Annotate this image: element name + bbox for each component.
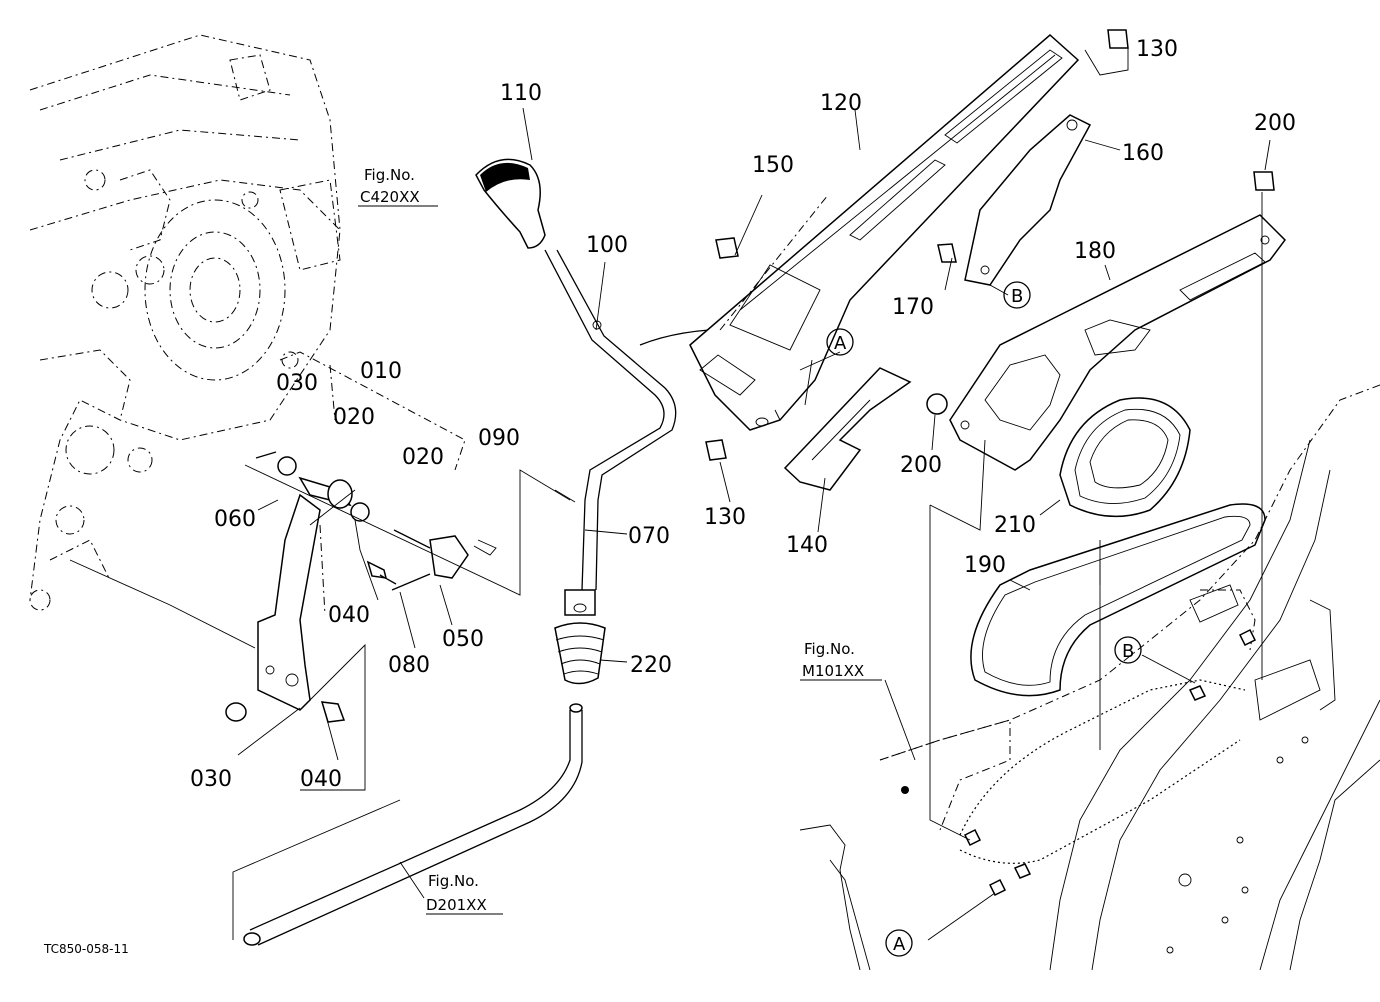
callout-210: 210 (994, 513, 1036, 538)
callout-130: 130 (1136, 37, 1178, 62)
callout-080: 080 (388, 653, 430, 678)
callout-150: 150 (752, 153, 794, 178)
callout-220: 220 (630, 653, 672, 678)
callout-180: 180 (1074, 239, 1116, 264)
callout-130: 130 (704, 505, 746, 530)
pedal-assembly (69, 351, 571, 791)
lever-panel (689, 29, 1129, 533)
ref-marker-circles (826, 281, 1142, 957)
callout-020: 020 (402, 445, 444, 470)
fig-ref-c420-label: Fig.No. (364, 166, 415, 184)
ref-marker-b: B (1122, 641, 1134, 662)
callout-010: 010 (360, 359, 402, 384)
callout-200: 200 (900, 453, 942, 478)
callout-140: 140 (786, 533, 828, 558)
callout-070: 070 (628, 524, 670, 549)
ref-marker-b: B (1011, 286, 1023, 307)
drawing-code: TC850-058-11 (43, 942, 129, 956)
callout-040: 040 (328, 603, 370, 628)
fig-ref-d201-label: Fig.No. (428, 872, 479, 890)
callout-060: 060 (214, 507, 256, 532)
fig-ref-d201-code: D201XX (426, 896, 487, 914)
chassis-floor (799, 384, 1380, 971)
ref-marker-a: A (893, 934, 906, 955)
group-010-box (279, 351, 466, 471)
callout-030: 030 (276, 371, 318, 396)
callout-020: 020 (333, 405, 375, 430)
ref-marker-a: A (834, 333, 847, 354)
callout-040: 040 (300, 767, 342, 792)
callout-030: 030 (190, 767, 232, 792)
callout-170: 170 (892, 295, 934, 320)
callout-110: 110 (500, 81, 542, 106)
callout-190: 190 (964, 553, 1006, 578)
transmission-housing (29, 34, 341, 611)
callout-160: 160 (1122, 141, 1164, 166)
callout-labels: 010 020 020 030 030 040 040 050 060 070 … (190, 37, 1296, 792)
figure-references: Fig.No. C420XX Fig.No. M101XX Fig.No. D2… (360, 166, 864, 914)
callout-120: 120 (820, 91, 862, 116)
reference-markers: A A B B (834, 286, 1134, 955)
fig-ref-m101-code: M101XX (802, 662, 864, 680)
callout-100: 100 (586, 233, 628, 258)
fig-ref-m101-label: Fig.No. (804, 640, 855, 658)
callout-050: 050 (442, 627, 484, 652)
fig-ref-underlines (358, 205, 882, 915)
callout-090: 090 (478, 426, 520, 451)
fig-ref-c420-code: C420XX (360, 188, 420, 206)
callout-200: 200 (1254, 111, 1296, 136)
